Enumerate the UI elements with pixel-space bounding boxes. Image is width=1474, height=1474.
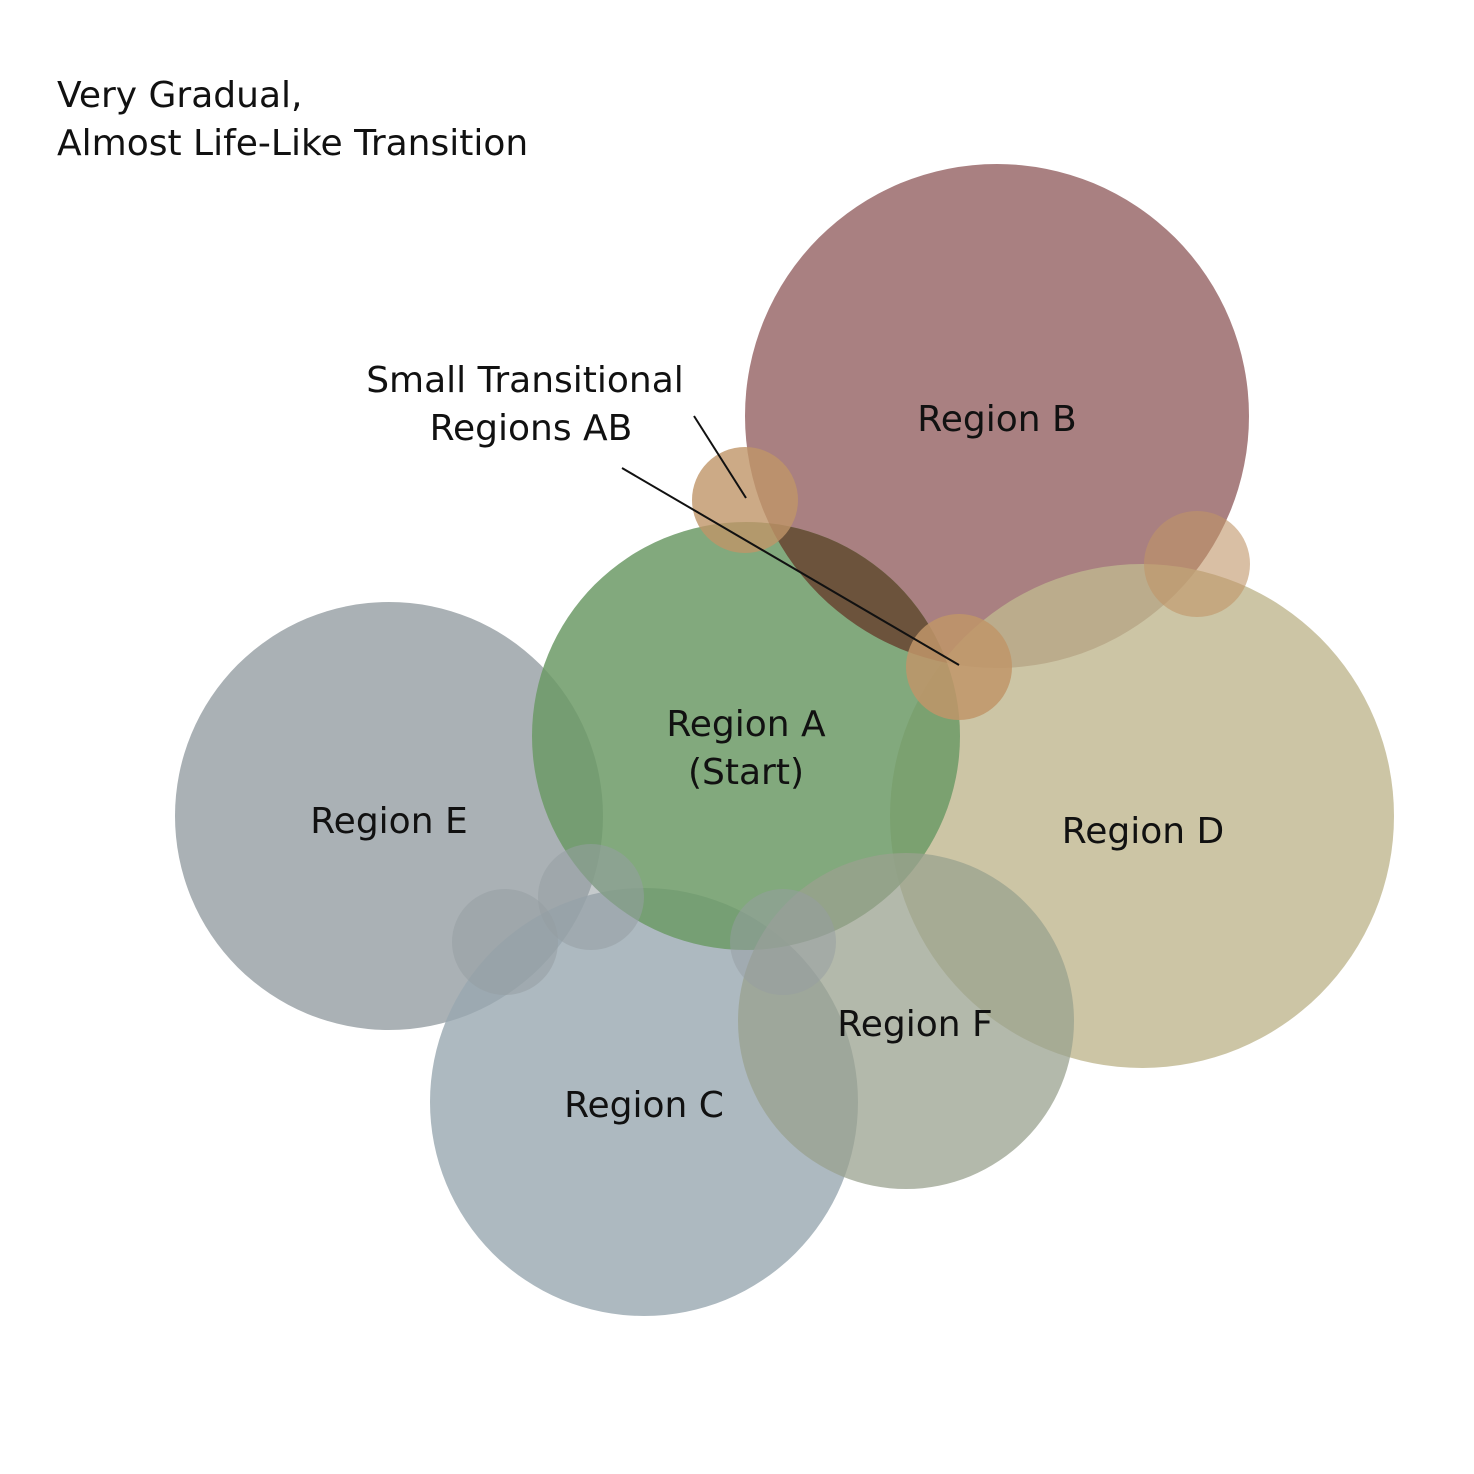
region-b-circle — [745, 164, 1249, 668]
title-line-1: Very Gradual, — [57, 75, 302, 116]
callout-label-line-2: Regions AB — [430, 408, 633, 449]
region-e-label: Region E — [310, 801, 467, 842]
callout-label-line-1: Small Transitional — [366, 360, 684, 401]
callout-leader-upper — [693, 415, 747, 499]
region-d-label: Region D — [1062, 811, 1224, 852]
transition-cf-circle — [730, 889, 836, 995]
transition-ae-circle — [538, 844, 644, 950]
transition-ab-lower-circle — [906, 614, 1012, 720]
region-f-label: Region F — [837, 1004, 992, 1045]
callout-leader-lower — [621, 467, 960, 666]
region-a-label-line-1: Region A — [666, 704, 826, 745]
region-c-label: Region C — [564, 1085, 724, 1126]
title-line-2: Almost Life-Like Transition — [57, 123, 528, 164]
transition-ec-circle — [452, 889, 558, 995]
region-a-label-line-2: (Start) — [688, 752, 804, 793]
region-a-circle — [532, 522, 960, 950]
region-b-label: Region B — [917, 399, 1076, 440]
transition-ab-upper-circle — [692, 447, 798, 553]
transition-bd-circle — [1144, 511, 1250, 617]
